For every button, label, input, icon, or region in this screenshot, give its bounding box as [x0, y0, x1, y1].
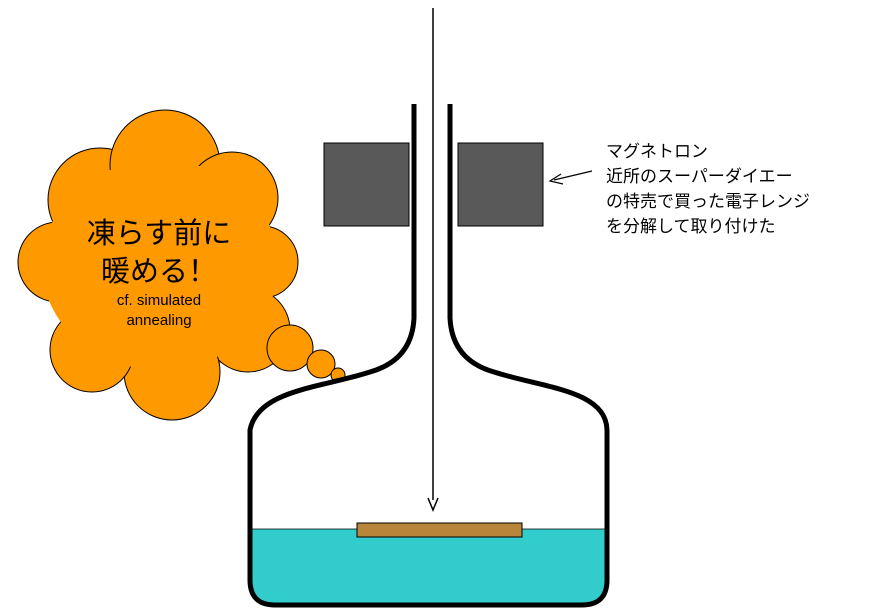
- magnetron-pointer-arrowhead: [548, 173, 564, 185]
- beam-arrowhead: [427, 497, 439, 512]
- magnetron-right: [457, 142, 544, 227]
- annotation-line-4: を分解して取り付けた: [606, 217, 776, 237]
- annotation-line-3: の特売で買った電子レンジ: [606, 192, 810, 212]
- annotation-line-2: 近所のスーパーダイエー: [606, 167, 793, 187]
- flask-right-wall: [300, 104, 610, 608]
- cloud-line-1: 凍らす前に: [86, 216, 232, 250]
- cloud-line-2: 暖める！: [100, 254, 217, 288]
- cloud-line-3: cf. simulated: [116, 292, 202, 309]
- liquid: [249, 529, 608, 605]
- magnetron-annotation: マグネトロン 近所のスーパーダイエー の特売で買った電子レンジ を分解して取り付…: [606, 140, 810, 240]
- flask-left-wall: [247, 104, 417, 608]
- annotation-line-1: マグネトロン: [606, 142, 708, 162]
- cloud-line-4: annealing: [126, 312, 192, 329]
- thought-bubble-medium: [306, 349, 336, 379]
- magnetron-pointer-line: [553, 170, 593, 181]
- sample-plate: [356, 522, 523, 538]
- thought-bubble-large: [266, 324, 314, 372]
- magnetron-left: [323, 142, 410, 227]
- thought-cloud: [17, 109, 346, 421]
- cloud-interior-fill: [42, 160, 278, 370]
